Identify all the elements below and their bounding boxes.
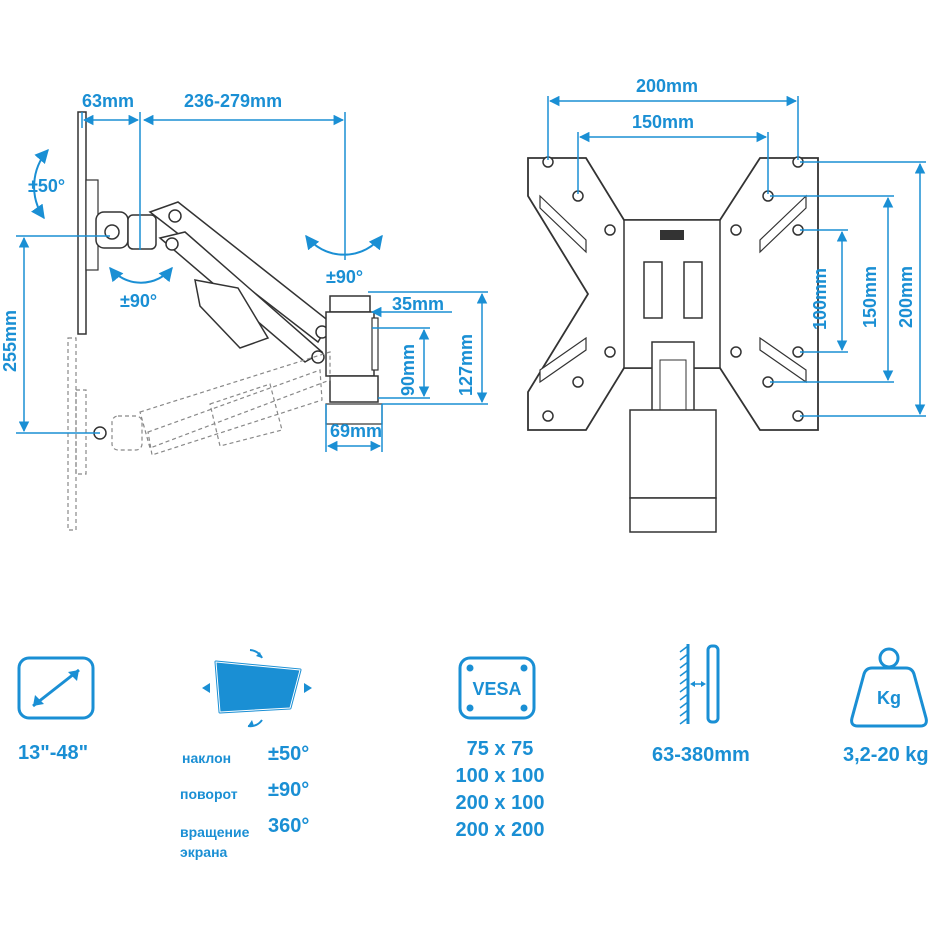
front-view: 200mm 150mm 100mm 150mm 200mm — [527, 76, 926, 533]
vesa-size: 200 x 200 — [455, 819, 545, 841]
dim-swivel-top: ±90° — [326, 267, 363, 287]
tilt-rotate-icon — [202, 649, 312, 728]
swivel-value: ±90° — [268, 779, 310, 801]
vesa-icon: VESA — [458, 656, 536, 720]
distance-value: 63-380mm — [652, 744, 750, 766]
dim-255: 255mm — [0, 310, 20, 372]
weight-value: 3,2-20 kg — [843, 744, 929, 766]
dim-vesa-w150: 150mm — [632, 112, 694, 132]
vesa-size: 75 x 75 — [466, 738, 534, 760]
dim-swivel-left: ±90° — [120, 291, 157, 311]
dim-69: 69mm — [330, 421, 382, 441]
dim-vesa-h200: 200mm — [896, 266, 916, 328]
side-view: 63mm 236-279mm ±50° ±90° ±90° 255mm 35mm… — [0, 91, 488, 531]
rotation-label: вращение экрана — [180, 824, 250, 860]
tilt-label: наклон — [182, 750, 232, 766]
dim-127: 127mm — [456, 334, 476, 396]
vesa-sizes-list: 75 x 75 100 x 100 200 x 100 200 x 200 — [440, 736, 560, 844]
vesa-size: 100 x 100 — [455, 765, 545, 787]
dim-vesa-h100: 100mm — [810, 268, 830, 330]
dim-63: 63mm — [82, 91, 134, 111]
dim-vesa-h150: 150mm — [860, 266, 880, 328]
gas-spring — [194, 279, 270, 349]
wall-distance-icon — [679, 644, 720, 725]
tv-panel-upper — [77, 111, 87, 335]
screen-size-icon — [17, 656, 95, 720]
dim-tilt: ±50° — [28, 176, 65, 196]
dim-vesa-w200: 200mm — [636, 76, 698, 96]
vesa-size: 200 x 100 — [455, 792, 545, 814]
weight-icon: Kg — [850, 647, 928, 728]
swivel-label: поворот — [180, 786, 238, 802]
tilt-value: ±50° — [268, 743, 310, 765]
vesa-icon-text: VESA — [472, 679, 521, 699]
technical-drawing: 63mm 236-279mm ±50° ±90° ±90° 255mm 35mm… — [0, 76, 926, 533]
screen-size-value: 13"-48" — [18, 742, 89, 764]
dim-90: 90mm — [398, 344, 418, 396]
weight-icon-text: Kg — [877, 688, 901, 708]
rotation-value: 360° — [268, 815, 310, 837]
dim-35: 35mm — [392, 294, 444, 314]
dim-236-279: 236-279mm — [184, 91, 282, 111]
